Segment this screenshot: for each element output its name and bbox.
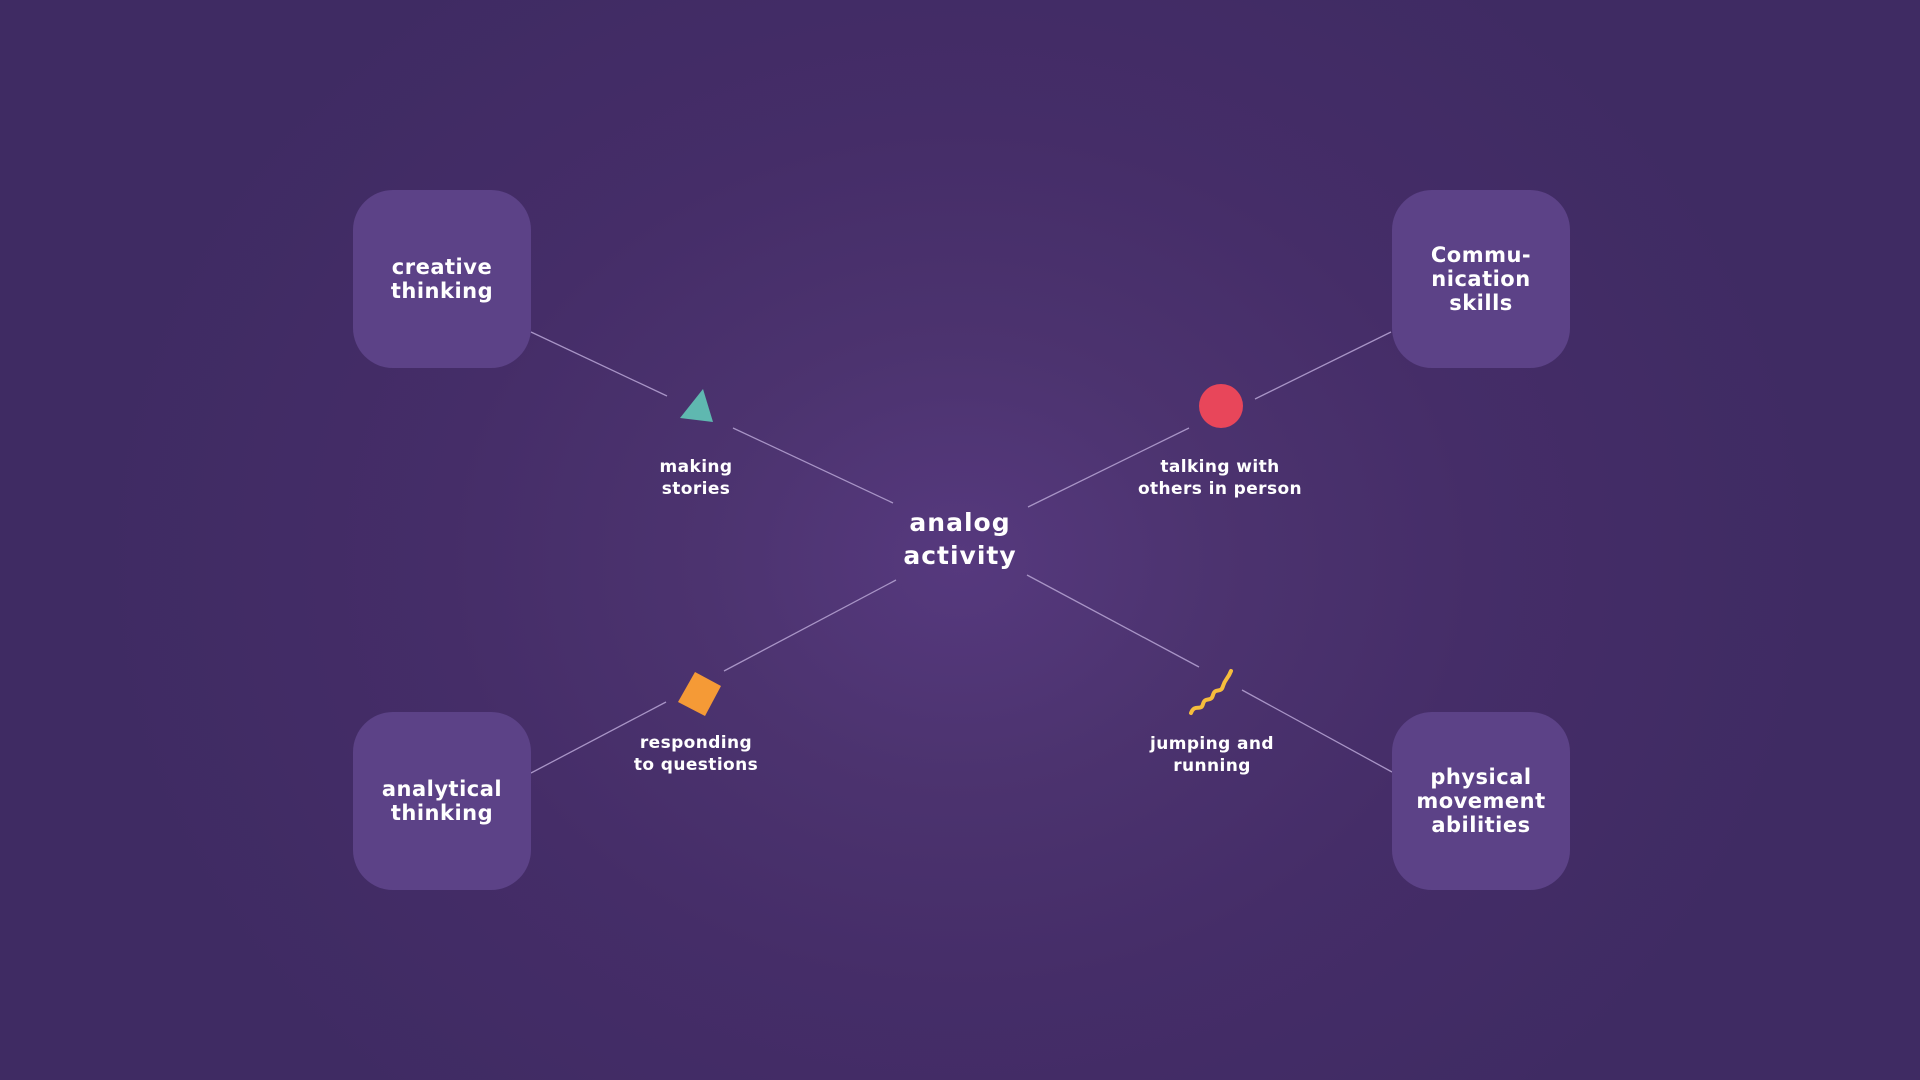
skill-label: creative thinking xyxy=(390,255,494,303)
skill-label: physical movement abilities xyxy=(1416,765,1546,837)
skill-box-communication-skills: Commu- nication skills xyxy=(1392,190,1570,368)
skill-box-physical-movement: physical movement abilities xyxy=(1392,712,1570,890)
connector-center-making-stories xyxy=(732,427,894,504)
skill-label: analytical thinking xyxy=(381,777,503,825)
connector-responding-analytical xyxy=(530,701,667,774)
circle-icon xyxy=(1199,384,1243,428)
connector-center-responding xyxy=(723,579,897,672)
connector-making-stories-creative xyxy=(530,331,668,397)
activity-label-responding-to-questions: responding to questions xyxy=(633,733,759,775)
triangle-icon xyxy=(680,389,713,422)
connector-talking-communication xyxy=(1254,331,1392,400)
skill-label: Commu- nication skills xyxy=(1430,243,1532,315)
activity-label-jumping-and-running: jumping and running xyxy=(1150,734,1274,776)
connector-jumping-physical xyxy=(1241,689,1393,773)
skill-box-creative-thinking: creative thinking xyxy=(353,190,531,368)
skill-box-analytical-thinking: analytical thinking xyxy=(353,712,531,890)
connector-center-jumping xyxy=(1026,574,1200,668)
squiggle-icon xyxy=(1189,669,1233,715)
diamond-icon xyxy=(678,672,721,716)
activity-label-talking-with-others: talking with others in person xyxy=(1137,457,1303,499)
connector-center-talking xyxy=(1027,427,1190,508)
activity-label-making-stories: making stories xyxy=(659,457,733,499)
center-label: analog activity xyxy=(903,508,1017,570)
